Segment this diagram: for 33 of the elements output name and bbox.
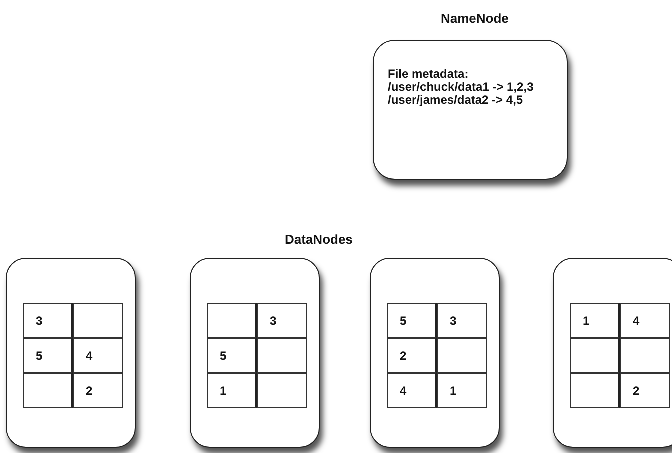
block-cell	[73, 303, 123, 338]
block-cell	[257, 373, 307, 408]
block-cell	[570, 373, 620, 408]
metadata-heading: File metadata:	[388, 68, 469, 81]
block-cell: 3	[437, 303, 487, 338]
data-node-box	[6, 258, 136, 448]
block-cell	[23, 373, 73, 408]
block-cell: 5	[207, 338, 257, 373]
block-cell: 5	[23, 338, 73, 373]
block-cell: 3	[23, 303, 73, 338]
block-cell: 4	[620, 303, 670, 338]
data-node-box	[370, 258, 500, 448]
block-cell	[570, 338, 620, 373]
block-cell: 2	[620, 373, 670, 408]
block-cell	[207, 303, 257, 338]
block-cell: 1	[570, 303, 620, 338]
block-cell: 2	[73, 373, 123, 408]
block-cell	[257, 338, 307, 373]
block-cell: 3	[257, 303, 307, 338]
data-node-box	[553, 258, 672, 448]
block-cell: 5	[387, 303, 437, 338]
metadata-entry: /user/james/data2 -> 4,5	[388, 94, 524, 107]
data-node-box	[190, 258, 320, 448]
block-cell: 1	[207, 373, 257, 408]
block-cell: 1	[437, 373, 487, 408]
group-heading: DataNodes	[285, 232, 353, 247]
block-cell	[620, 338, 670, 373]
block-cell: 4	[387, 373, 437, 408]
node-heading: NameNode	[441, 11, 509, 26]
block-cell: 4	[73, 338, 123, 373]
block-cell: 2	[387, 338, 437, 373]
metadata-entry: /user/chuck/data1 -> 1,2,3	[388, 81, 534, 94]
block-cell	[437, 338, 487, 373]
